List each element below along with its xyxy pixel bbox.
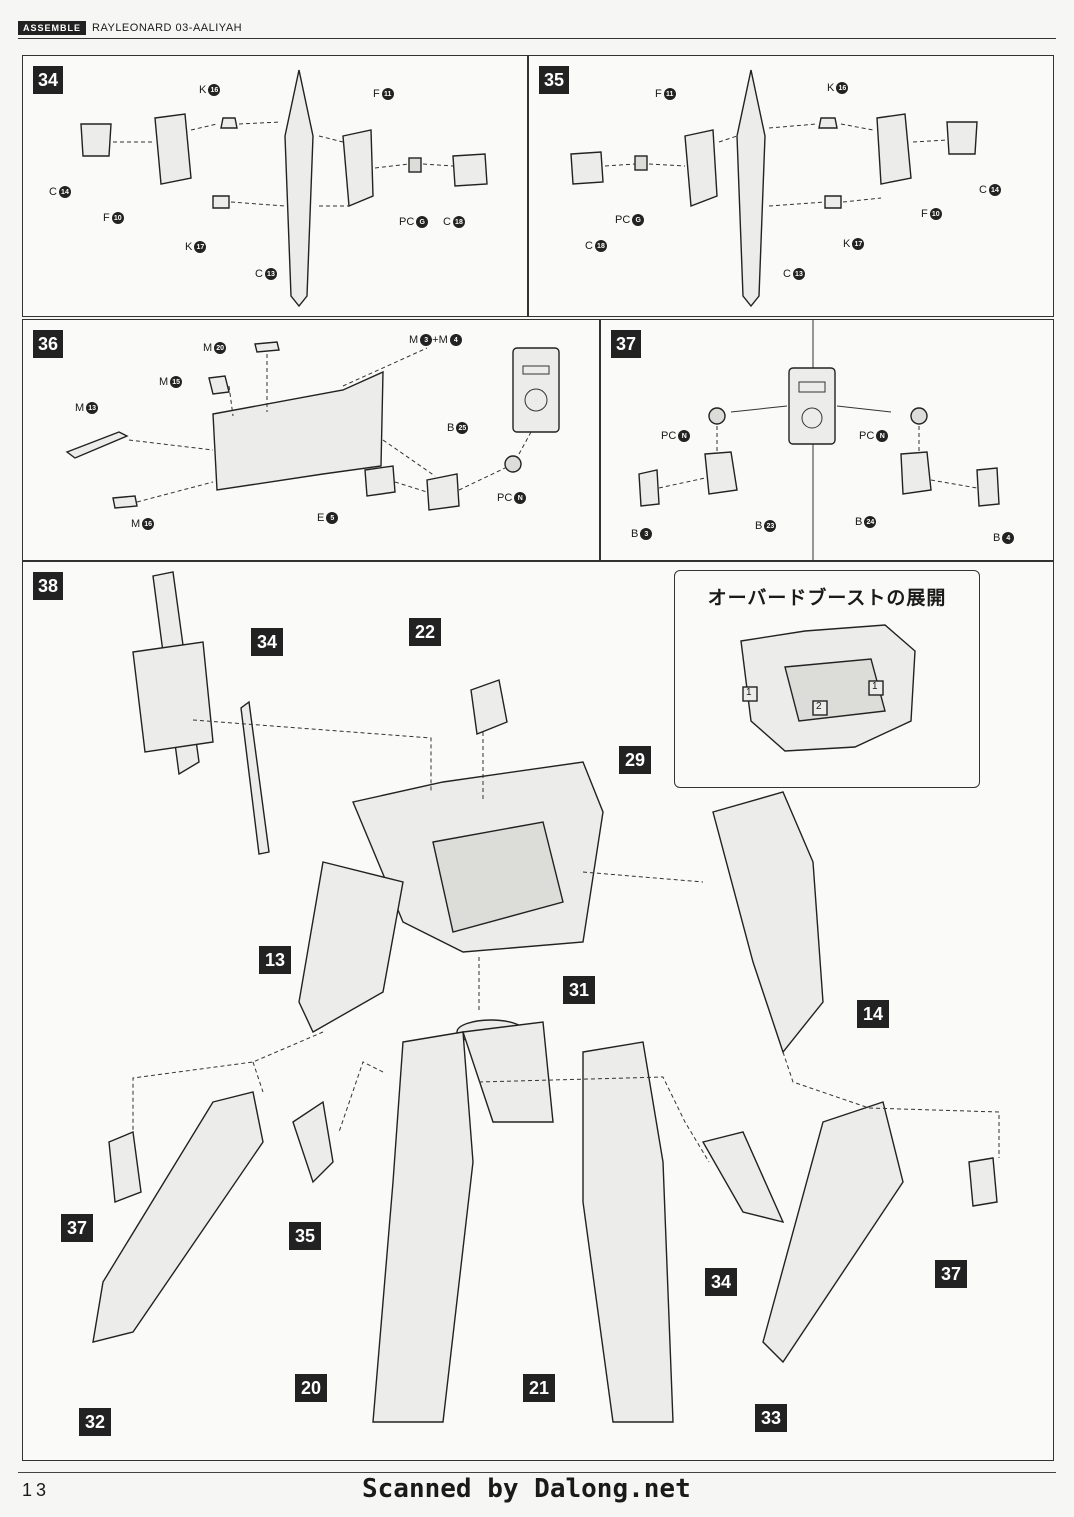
step-38-diagram [92,571,1000,1423]
step-38-panel: 38 34 22 29 13 14 31 37 35 [22,561,1054,1461]
ref-step-13: 13 [259,946,291,974]
scan-credit: Scanned by Dalong.net [362,1474,691,1504]
ref-step-33: 33 [755,1404,787,1432]
overboost-diagram [740,624,916,752]
step-34-diagram [80,69,488,308]
ref-step-14: 14 [857,1000,889,1028]
ref-step-34: 34 [251,628,283,656]
ref-step-31: 31 [563,976,595,1004]
ref-step-37-left: 37 [61,1214,93,1242]
step-36-diagram [65,341,560,511]
step-badge: 37 [611,330,641,358]
step-badge: 34 [33,66,63,94]
page-header: ASSEMBLE RAYLEONARD 03-AALIYAH [18,20,242,36]
footer-rule [18,1472,1056,1473]
inset-mark-2: 2 [816,701,822,712]
step-badge: 36 [33,330,63,358]
assemble-badge: ASSEMBLE [18,21,87,35]
ref-step-37-right: 37 [935,1260,967,1288]
inset-title: オーバードブーストの展開 [707,588,947,609]
step-37-diagram [638,320,1000,562]
ref-step-20: 20 [295,1374,327,1402]
inset-mark-1-left: 1 [746,687,752,698]
model-name: RAYLEONARD 03-AALIYAH [92,22,243,34]
page-number: 13 [22,1480,51,1500]
ref-step-29: 29 [619,746,651,774]
ref-step-34-right: 34 [705,1268,737,1296]
inset-mark-1-right: 1 [872,681,878,692]
overboost-inset: オーバードブーストの展開 1 2 1 [674,570,980,788]
step-35-diagram [570,69,978,308]
ref-step-35: 35 [289,1222,321,1250]
header-rule [18,38,1056,39]
step-badge: 35 [539,66,569,94]
ref-step-32: 32 [79,1408,111,1436]
step-badge: 38 [33,572,63,600]
ref-step-22: 22 [409,618,441,646]
ref-step-21: 21 [523,1374,555,1402]
